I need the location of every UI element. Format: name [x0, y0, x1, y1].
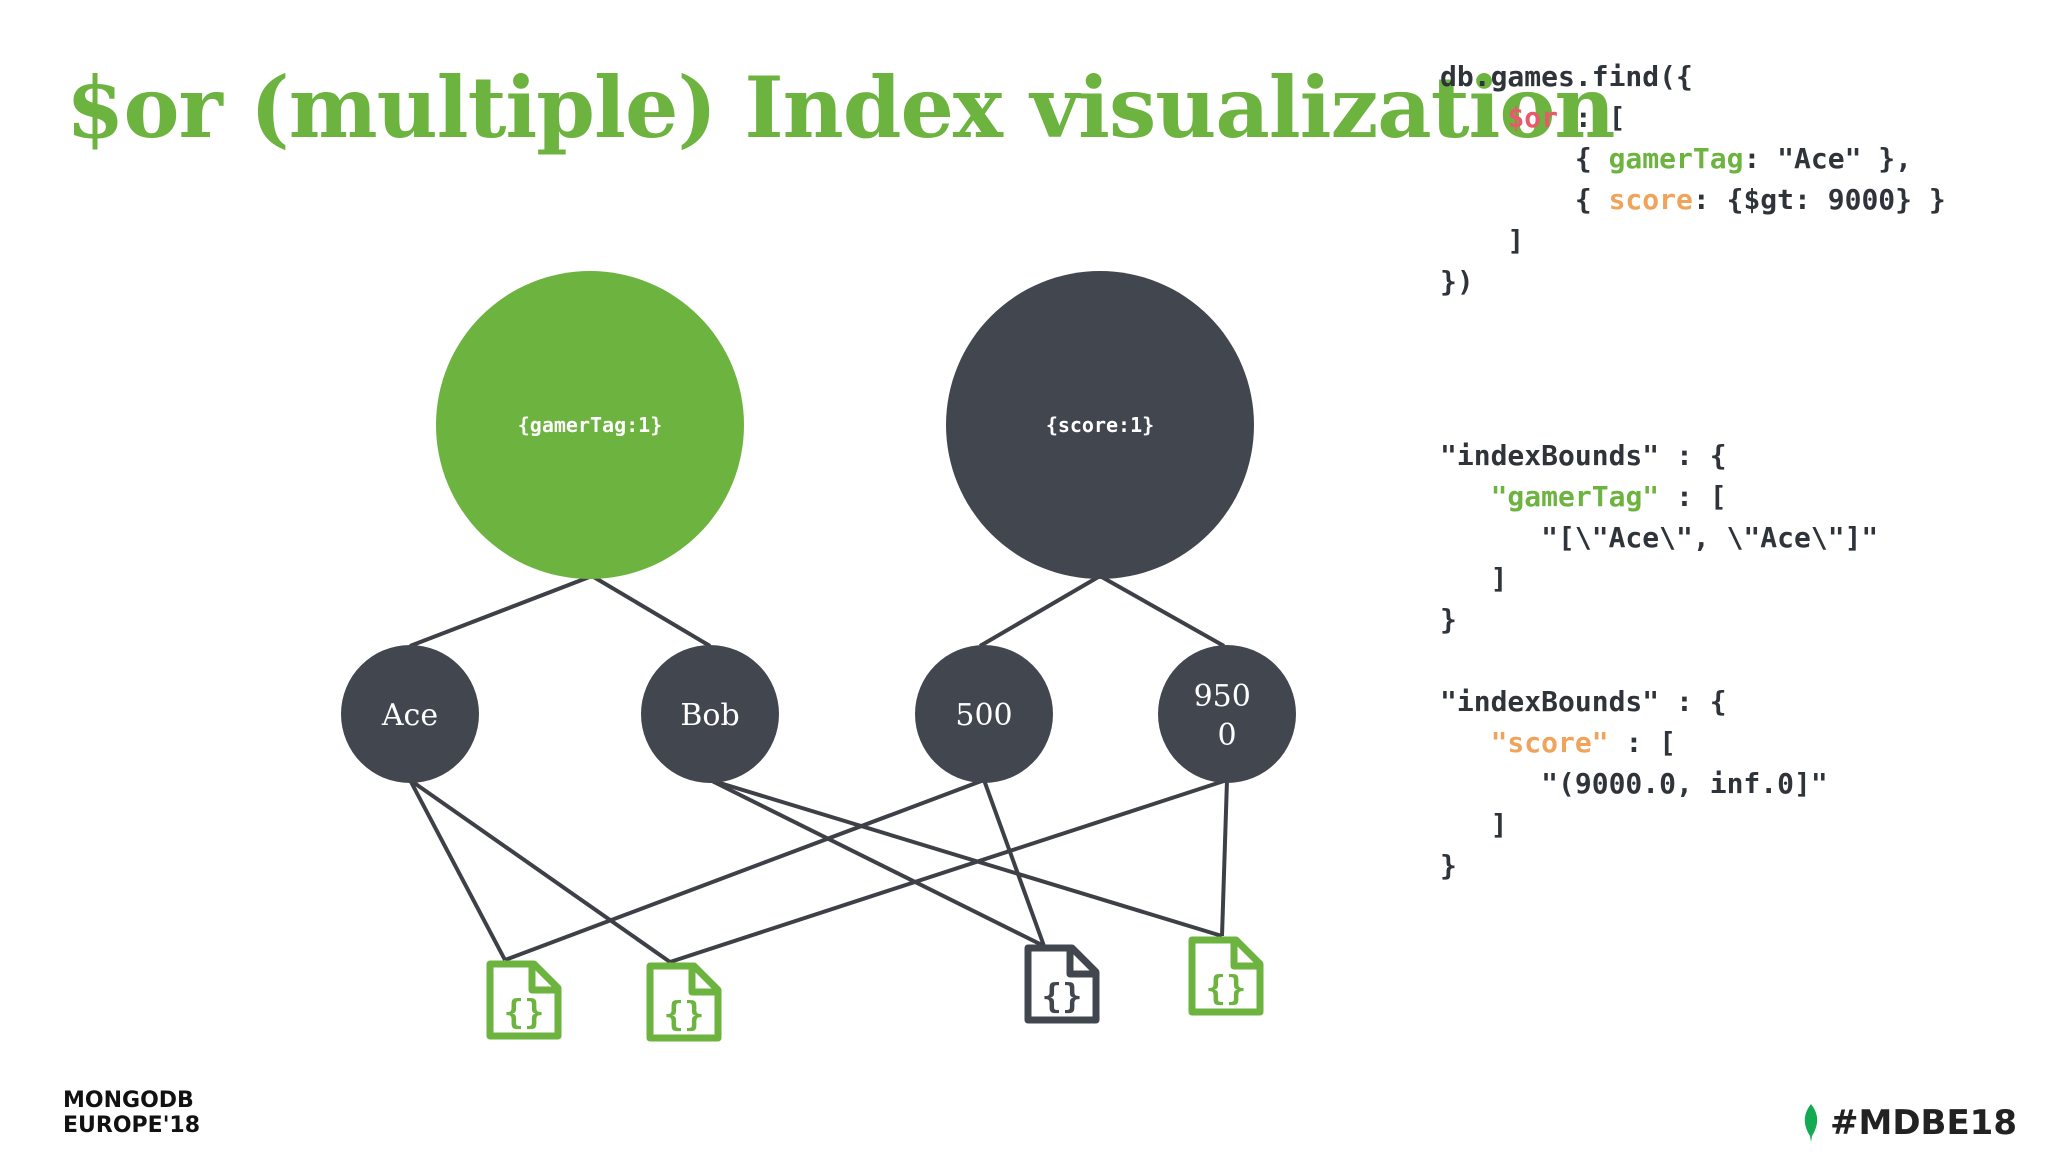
query-line-4: { score: {$gt: 9000} }	[1440, 183, 1946, 216]
gamertag-index-bounds: "indexBounds" : { "gamerTag" : [ "[\"Ace…	[1440, 435, 1878, 640]
key-node-bob-label: Bob	[680, 698, 739, 733]
bounds1-line-2: "gamerTag" : [	[1440, 480, 1727, 513]
score-keyword: score	[1608, 183, 1693, 216]
svg-text:{}: {}	[1042, 977, 1083, 1017]
query-line-1: db.games.find({	[1440, 60, 1693, 93]
tree-edges	[408, 574, 1229, 964]
key-node-ace	[341, 645, 479, 783]
bounds-gamertag-key: "gamerTag"	[1490, 480, 1660, 513]
query-line-2-rest: : [	[1558, 101, 1626, 134]
edge-score-500	[978, 574, 1102, 648]
key-node-500-label: 500	[955, 698, 1012, 733]
query-code: db.games.find({ $or : [ { gamerTag: "Ace…	[1440, 56, 1946, 302]
edge-ace-doc1	[408, 779, 507, 961]
bounds2-line-4: ]	[1440, 808, 1508, 841]
bounds1-line-1: "indexBounds" : {	[1440, 439, 1727, 472]
query-line-5: ]	[1440, 224, 1525, 257]
score-index-node	[946, 271, 1254, 579]
query-line-3: { gamerTag: "Ace" },	[1440, 142, 1912, 175]
brand-line-2: EUROPE'18	[63, 1113, 201, 1138]
svg-text:{}: {}	[1206, 969, 1247, 1009]
score-index-label: {score:1}	[1046, 413, 1154, 437]
edge-bob-doc4	[709, 778, 1223, 938]
bounds2-line-3: "(9000.0, inf.0]"	[1440, 767, 1828, 800]
edge-500-doc1	[504, 778, 985, 962]
mongodb-leaf-icon	[1804, 1104, 1818, 1142]
json-document-icon: {}	[1188, 936, 1264, 1016]
bounds1-line-4: ]	[1440, 562, 1508, 595]
svg-text:{}: {}	[664, 995, 705, 1035]
json-document-icon: {}	[646, 962, 722, 1042]
edge-score-9500	[1099, 574, 1225, 648]
hashtag-text: #MDBE18	[1830, 1103, 2017, 1143]
edge-9500-doc2	[669, 778, 1228, 964]
bounds-score-key: "score"	[1490, 726, 1609, 759]
gamertag-index-node	[436, 271, 744, 579]
key-node-9500	[1158, 645, 1296, 783]
key-node-500	[915, 645, 1053, 783]
edge-ace-doc2	[408, 778, 672, 964]
query-line-3-prefix: {	[1440, 142, 1609, 175]
score-index-bounds: "indexBounds" : { "score" : [ "(9000.0, …	[1440, 681, 1828, 886]
mongodb-europe-logo: MONGODB EUROPE'18	[63, 1088, 200, 1138]
key-node-9500-label-line1: 950	[1194, 679, 1251, 714]
bounds1-line-5: }	[1440, 603, 1457, 636]
bounds1-line-2-rest: : [	[1659, 480, 1727, 513]
query-line-2: $or : [	[1440, 101, 1625, 134]
query-line-4-rest: : {$gt: 9000} }	[1692, 183, 1946, 216]
document-icons: {} {} {} {}	[486, 936, 1264, 1042]
edge-gamertag-bob	[590, 574, 712, 648]
or-keyword: $or	[1507, 101, 1559, 134]
edge-500-doc3	[982, 779, 1046, 947]
key-node-ace-label: Ace	[381, 698, 438, 733]
svg-text:{}: {}	[504, 993, 545, 1033]
json-document-icon: {}	[1024, 944, 1100, 1024]
key-node-9500-label: 950 0	[1194, 679, 1261, 753]
gamertag-index-label: {gamerTag:1}	[518, 413, 663, 437]
gamertag-keyword: gamerTag	[1608, 142, 1744, 175]
key-node-bob	[641, 645, 779, 783]
bounds2-line-1: "indexBounds" : {	[1440, 685, 1727, 718]
json-document-icon: {}	[486, 960, 562, 1040]
brand-line-1: MONGODB	[63, 1088, 194, 1113]
bounds2-line-2-rest: : [	[1608, 726, 1677, 759]
query-line-3-rest: : "Ace" },	[1743, 142, 1913, 175]
hashtag-badge: #MDBE18	[1800, 1098, 2017, 1148]
bounds2-line-2: "score" : [	[1440, 726, 1676, 759]
bounds2-line-5: }	[1440, 849, 1457, 882]
key-node-9500-label-line2: 0	[1217, 718, 1236, 753]
query-line-6: })	[1440, 265, 1474, 298]
edge-bob-doc3	[709, 778, 1045, 948]
edge-9500-doc4	[1220, 779, 1229, 937]
slide-title: $or (multiple) Index visualization	[66, 58, 1616, 157]
bounds1-line-3: "[\"Ace\", \"Ace\"]"	[1440, 521, 1879, 554]
edge-gamertag-ace	[409, 574, 593, 648]
query-line-4-prefix: {	[1440, 183, 1609, 216]
